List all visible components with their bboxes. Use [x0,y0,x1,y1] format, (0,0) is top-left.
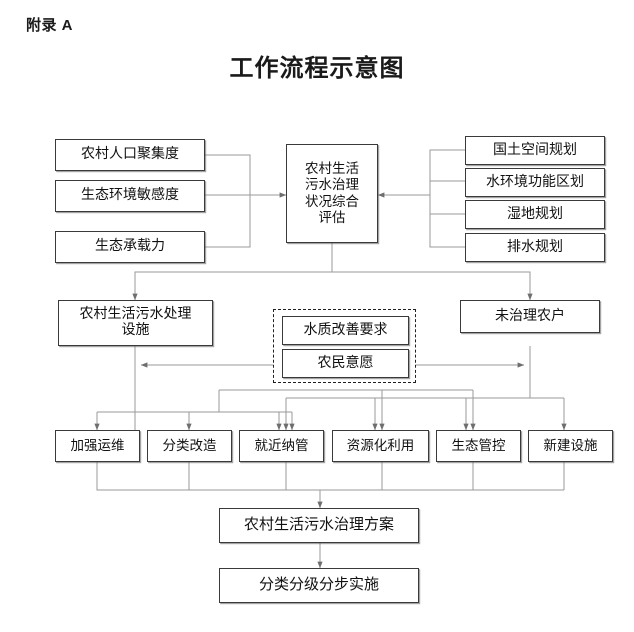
node-rural-population-density[interactable]: 农村人口聚集度 [55,139,205,171]
edge-n3-n4 [205,195,251,248]
edge-n8-n4 [429,195,465,248]
node-eco-environment-sensitivity[interactable]: 生态环境敏感度 [55,180,205,212]
edge-n5-n4 [429,149,465,195]
node-farmer-willingness[interactable]: 农民意愿 [282,349,409,378]
node-eco-carrying-capacity[interactable]: 生态承载力 [55,231,205,263]
node-classified-retrofit[interactable]: 分类改造 [147,430,232,462]
node-comprehensive-assessment[interactable]: 农村生活 污水治理 状况综合 评估 [286,144,378,243]
node-existing-treatment-facilities[interactable]: 农村生活污水处理 设施 [58,300,213,346]
edge-n1-n4 [205,154,251,195]
node-water-function-zoning[interactable]: 水环境功能区划 [465,168,605,197]
node-treatment-plan[interactable]: 农村生活污水治理方案 [219,508,419,543]
node-nearby-sewer-connection[interactable]: 就近纳管 [239,430,324,462]
node-strengthen-om[interactable]: 加强运维 [55,430,140,462]
node-wetland-planning[interactable]: 湿地规划 [465,200,605,229]
node-phased-implementation[interactable]: 分类分级分步实施 [219,568,419,603]
node-ecological-control[interactable]: 生态管控 [436,430,521,462]
requirements-group: 水质改善要求 农民意愿 [273,309,416,383]
node-resource-utilization[interactable]: 资源化利用 [332,430,429,462]
appendix-label: 附录 A [26,17,74,34]
merge-bus [96,462,564,491]
node-drainage-planning[interactable]: 排水规划 [465,233,605,262]
node-new-facilities[interactable]: 新建设施 [528,430,613,462]
node-water-quality-requirement[interactable]: 水质改善要求 [282,316,409,345]
node-untreated-households[interactable]: 未治理农户 [460,300,600,333]
page-title: 工作流程示意图 [229,56,405,82]
node-territorial-spatial-planning[interactable]: 国土空间规划 [465,136,605,165]
